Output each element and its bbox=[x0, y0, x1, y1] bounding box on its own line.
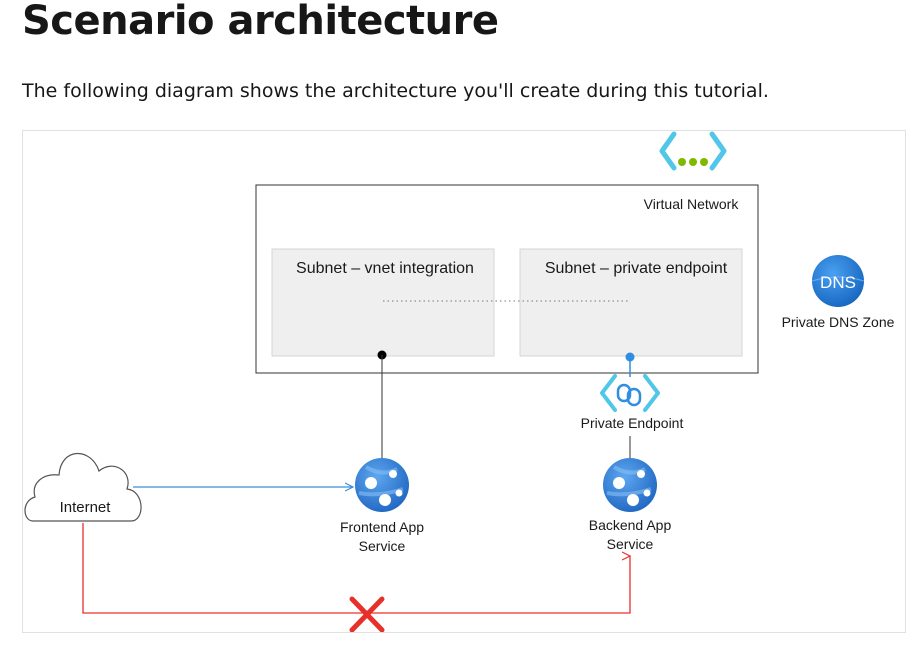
cloud-icon bbox=[24, 452, 142, 522]
frontend-app-label-line1: Frontend App bbox=[340, 519, 424, 535]
architecture-diagram: Virtual Network Subnet – vnet integratio… bbox=[22, 130, 906, 633]
dns-icon-text: DNS bbox=[820, 273, 856, 292]
subnet-vnet-integration-label: Subnet – vnet integration bbox=[296, 260, 474, 277]
subnet-vnet-integration-box bbox=[271, 248, 495, 357]
backend-app-label-line2: Service bbox=[607, 536, 654, 552]
virtual-network-label: Virtual Network bbox=[644, 196, 740, 212]
frontend-app-service-icon bbox=[355, 458, 409, 512]
diagram-canvas: Virtual Network Subnet – vnet integratio… bbox=[24, 131, 895, 632]
blocked-x-icon bbox=[349, 596, 385, 632]
dns-zone-label: Private DNS Zone bbox=[782, 314, 895, 330]
subnet-private-endpoint-box bbox=[519, 248, 743, 357]
internet-label: Internet bbox=[60, 499, 112, 516]
backend-app-label-line1: Backend App bbox=[589, 517, 672, 533]
frontend-app-label-line2: Service bbox=[359, 538, 406, 554]
backend-app-service-icon bbox=[603, 458, 657, 512]
subnet-private-endpoint-label: Subnet – private endpoint bbox=[545, 260, 728, 277]
intro-paragraph: The following diagram shows the architec… bbox=[22, 80, 769, 102]
blocked-internet-to-backend-path bbox=[82, 523, 630, 614]
page-title: Scenario architecture bbox=[22, 0, 499, 44]
private-endpoint-icon bbox=[600, 374, 660, 412]
dns-zone-icon: DNS bbox=[811, 255, 865, 307]
private-endpoint-label: Private Endpoint bbox=[581, 415, 684, 431]
virtual-network-icon bbox=[659, 131, 727, 171]
